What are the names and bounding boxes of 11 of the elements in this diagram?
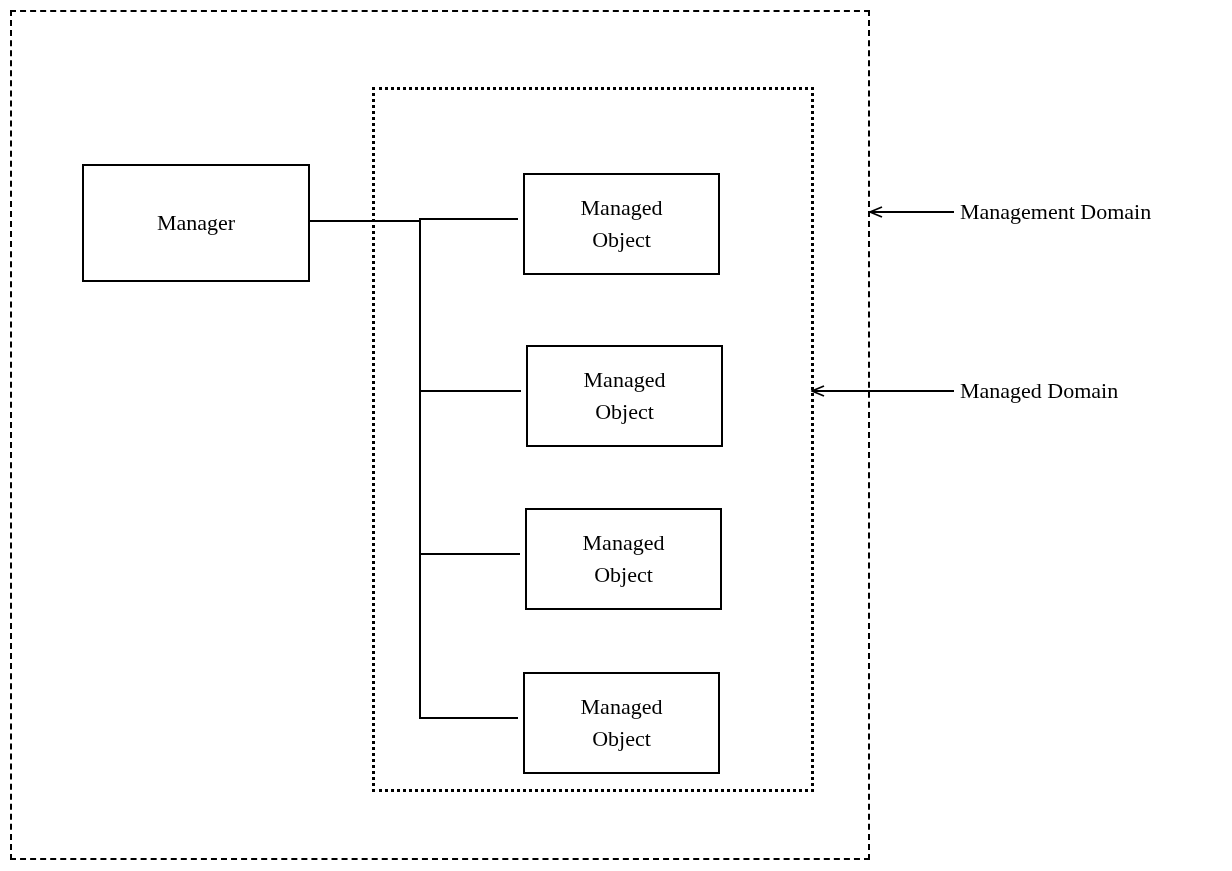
object-box: Manager <box>82 164 310 282</box>
domain-boundary <box>372 87 814 792</box>
leader-arrow <box>869 206 955 218</box>
callout-label: Managed Domain <box>960 373 1200 409</box>
object-box: Managed Object <box>523 173 720 275</box>
object-box: Managed Object <box>526 345 723 447</box>
domain-boundary <box>10 10 870 860</box>
object-box: Managed Object <box>525 508 722 610</box>
leader-arrow <box>811 385 955 397</box>
callout-label: Management Domain <box>960 194 1200 230</box>
object-box: Managed Object <box>523 672 720 774</box>
